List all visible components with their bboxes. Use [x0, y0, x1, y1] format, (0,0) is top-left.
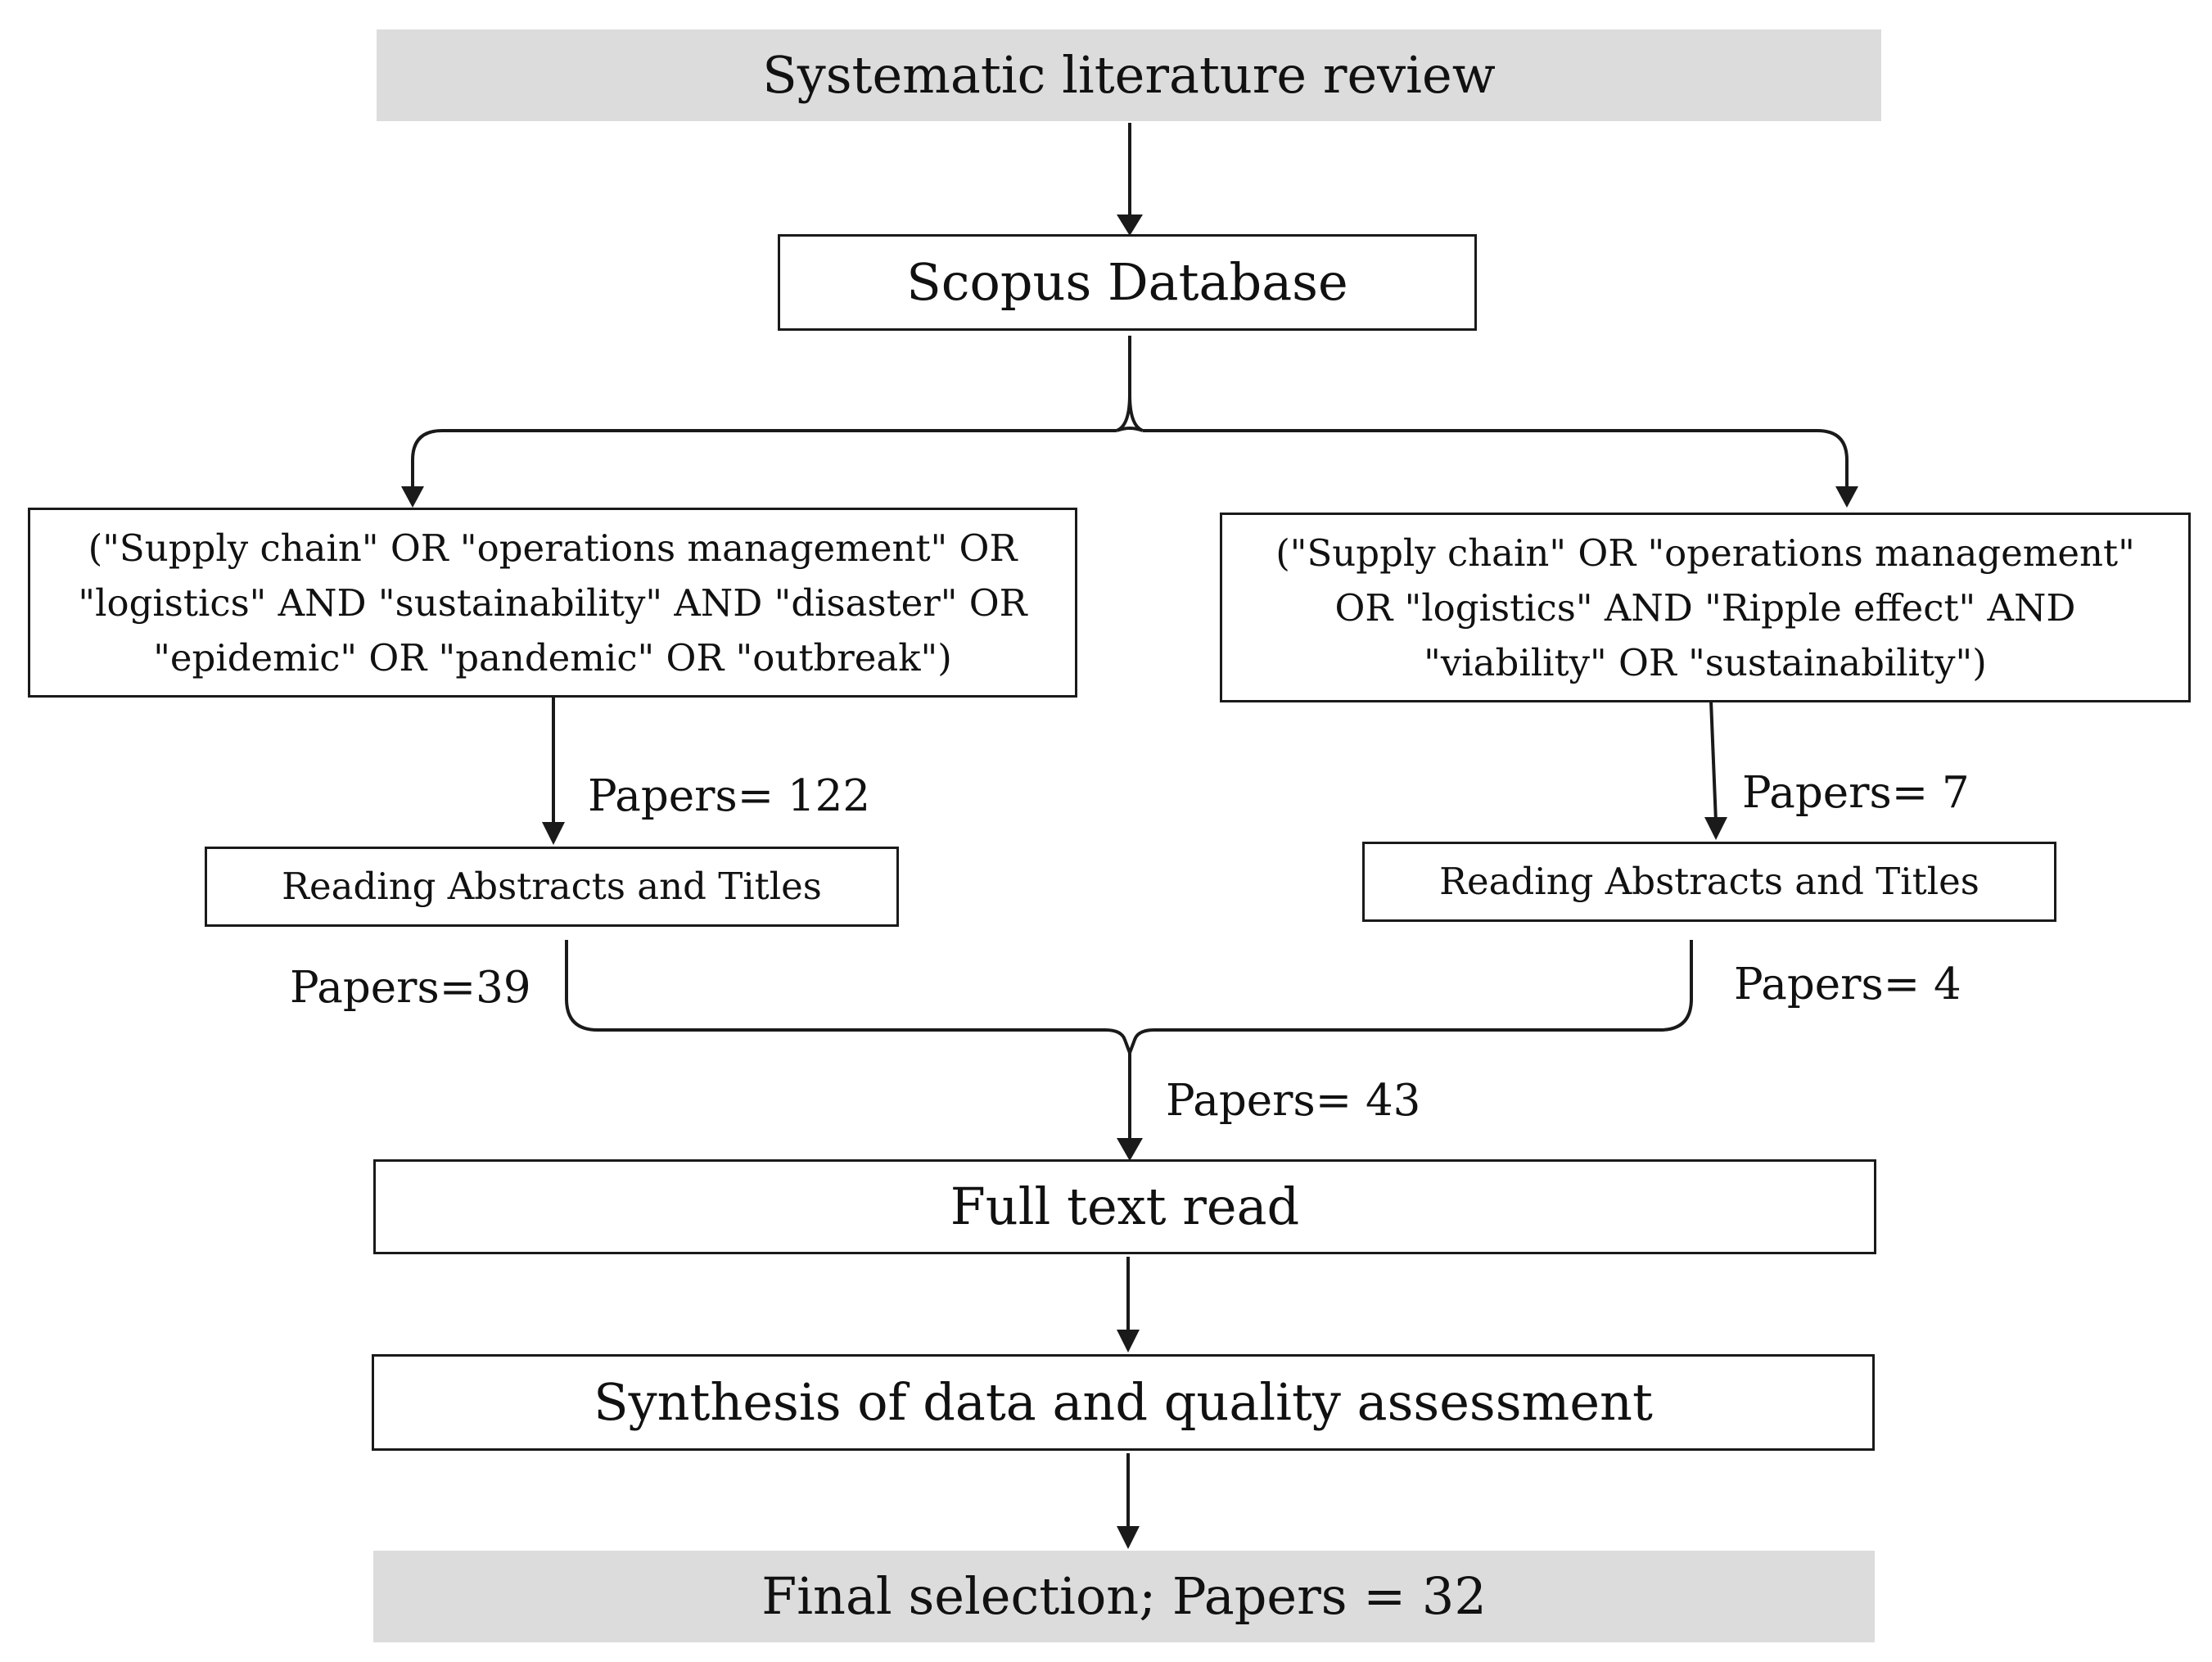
- synthesis-box: Synthesis of data and quality assessment: [372, 1354, 1875, 1451]
- arrowhead-left-screening: [542, 822, 565, 845]
- left-screening-box: Reading Abstracts and Titles: [205, 847, 899, 927]
- split-brace: [411, 336, 1849, 491]
- arrow-right-query-to-screening: [1709, 700, 1718, 823]
- left-query-box: ("Supply chain" OR "operations managemen…: [28, 508, 1077, 698]
- left-query-line-1: ("Supply chain" OR "operations managemen…: [88, 526, 1018, 570]
- full-text-read-label: Full text read: [950, 1176, 1300, 1236]
- arrowhead-split-left: [401, 486, 424, 508]
- right-papers-screened-label: Papers= 4: [1734, 960, 1961, 1009]
- left-papers-screened-label: Papers=39: [290, 963, 531, 1013]
- arrowhead-split-right: [1835, 486, 1858, 508]
- systematic-review-box: Systematic literature review: [377, 29, 1881, 121]
- arrowhead-right-screening: [1704, 817, 1727, 840]
- arrowhead-title-to-database: [1117, 215, 1143, 236]
- left-screening-label: Reading Abstracts and Titles: [282, 865, 822, 909]
- left-query-line-2: "logistics" AND "sustainability" AND "di…: [78, 580, 1027, 625]
- right-papers-found-label: Papers= 7: [1742, 768, 1970, 818]
- full-text-read-box: Full text read: [373, 1159, 1876, 1254]
- right-query-box: ("Supply chain" OR "operations managemen…: [1220, 513, 2191, 702]
- synthesis-label: Synthesis of data and quality assessment: [594, 1371, 1653, 1432]
- scopus-database-label: Scopus Database: [906, 251, 1348, 312]
- left-query-line-3: "epidemic" OR "pandemic" OR "outbreak"): [153, 635, 952, 680]
- left-papers-found-label: Papers= 122: [588, 771, 871, 821]
- arrowhead-merge: [1117, 1138, 1143, 1161]
- right-query-line-3: "viability" OR "sustainability"): [1424, 640, 1987, 684]
- merged-papers-label: Papers= 43: [1166, 1076, 1421, 1126]
- right-query-text: ("Supply chain" OR "operations managemen…: [1275, 526, 2135, 690]
- right-query-line-1: ("Supply chain" OR "operations managemen…: [1275, 531, 2135, 575]
- final-selection-label: Final selection; Papers = 32: [761, 1565, 1487, 1626]
- right-query-line-2: OR "logistics" AND "Ripple effect" AND: [1334, 585, 2076, 630]
- scopus-database-box: Scopus Database: [778, 234, 1477, 331]
- final-selection-box: Final selection; Papers = 32: [373, 1551, 1875, 1642]
- left-query-text: ("Supply chain" OR "operations managemen…: [78, 521, 1027, 685]
- right-screening-box: Reading Abstracts and Titles: [1362, 842, 2056, 922]
- arrowhead-final: [1117, 1526, 1140, 1549]
- merge-brace: [565, 940, 1693, 1142]
- arrowhead-synthesis: [1117, 1330, 1140, 1353]
- right-screening-label: Reading Abstracts and Titles: [1439, 860, 1980, 904]
- systematic-review-label: Systematic literature review: [762, 44, 1496, 105]
